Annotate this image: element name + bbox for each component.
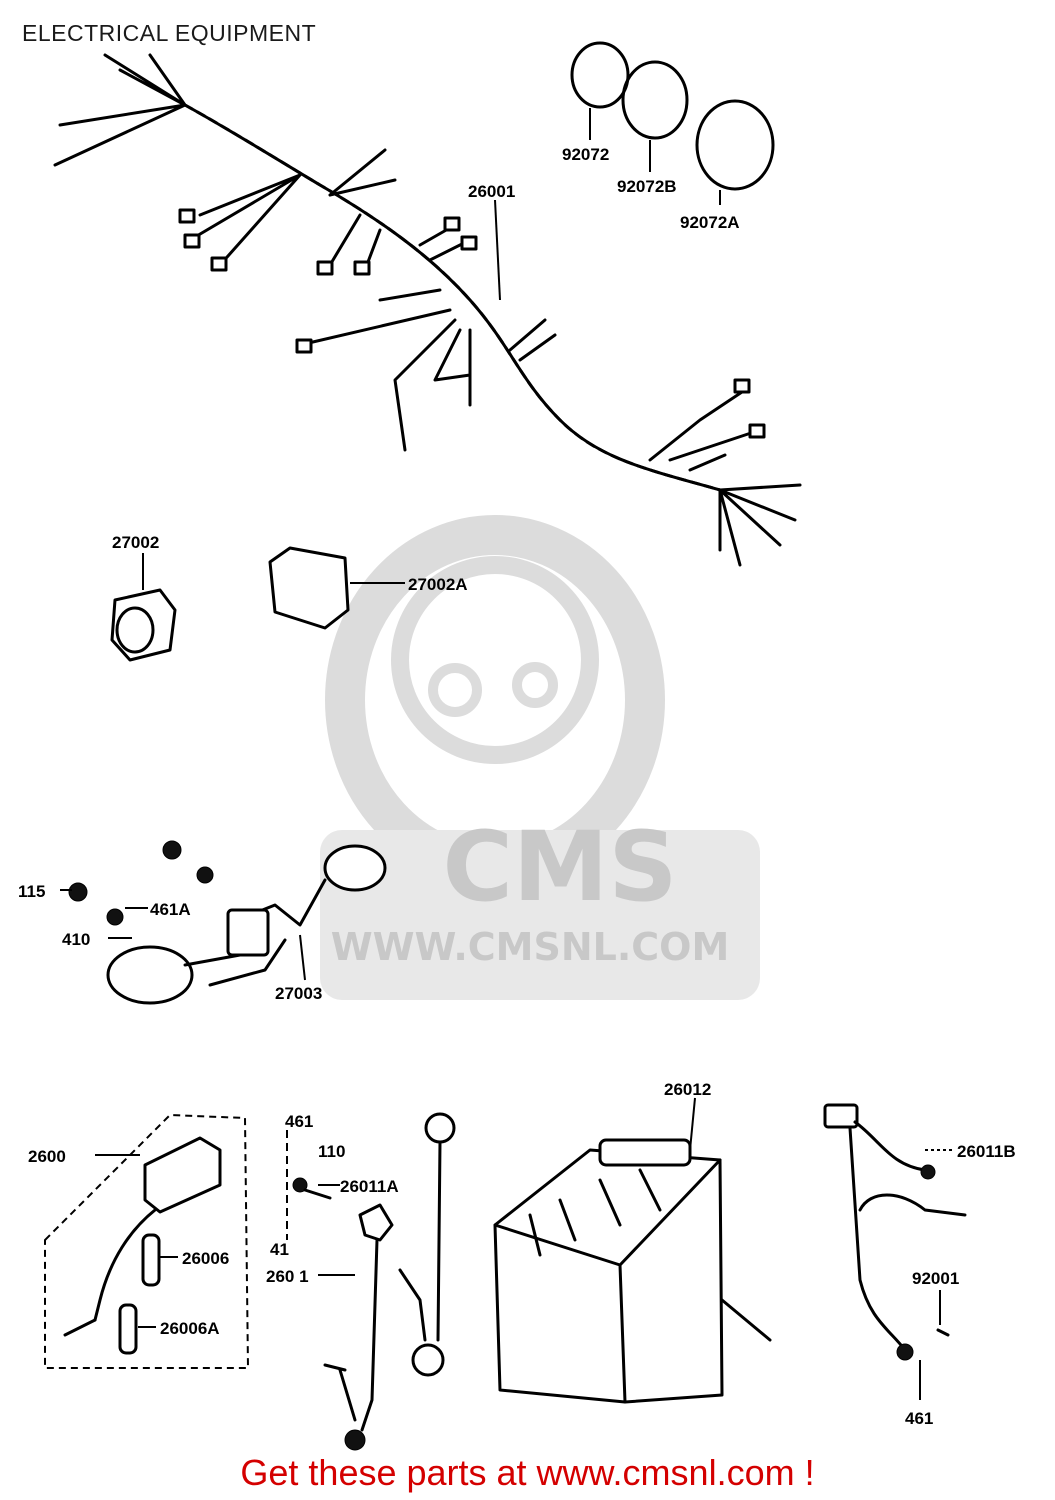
label-92072A: 92072A — [680, 213, 740, 232]
label-2600: 2600 — [28, 1147, 66, 1166]
label-27003: 27003 — [275, 984, 322, 1003]
label-461: 461 — [905, 1409, 933, 1428]
label-27002A: 27002A — [408, 575, 468, 594]
watermark-url: WWW.CMSNL.COM — [331, 925, 730, 969]
footer-link[interactable]: Get these parts at www.cmsnl.com ! — [240, 1452, 815, 1493]
label-26011A: 26011A — [340, 1177, 399, 1196]
label-461A: 461A — [150, 900, 191, 919]
label-92001: 92001 — [912, 1269, 959, 1288]
label-27002: 27002 — [112, 533, 159, 552]
label-92072: 92072 — [562, 145, 609, 164]
battery-26012 — [493, 1138, 772, 1404]
watermark-brand: CMS — [442, 811, 677, 923]
label-110: 110 — [318, 1142, 345, 1161]
lamp-assembly-27003 — [68, 840, 387, 1005]
regulator-box — [44, 1113, 250, 1369]
label-92072B: 92072B — [617, 177, 677, 196]
wiring-harness-26001 — [53, 53, 802, 567]
relay-27002 — [110, 588, 177, 662]
label-26012: 26012 — [664, 1080, 711, 1099]
page-title: ELECTRICAL EQUIPMENT — [22, 20, 317, 46]
relay-27002A — [268, 546, 350, 630]
label-26006A: 26006A — [160, 1319, 220, 1338]
clamp-92072 — [570, 41, 775, 191]
label-461-top: 461 — [285, 1112, 313, 1131]
battery-cable-26011B — [823, 1103, 967, 1361]
label-26001: 26001 — [468, 182, 515, 201]
label-115: 115 — [18, 882, 45, 901]
cms-watermark: CMS WWW.CMSNL.COM — [320, 515, 760, 1000]
label-2601: 260 1 — [266, 1267, 309, 1286]
label-26011B: 26011B — [957, 1142, 1016, 1161]
battery-cable-26011A — [292, 1112, 456, 1451]
label-26006: 26006 — [182, 1249, 229, 1268]
label-41: 41 — [270, 1240, 289, 1259]
label-410: 410 — [62, 930, 90, 949]
